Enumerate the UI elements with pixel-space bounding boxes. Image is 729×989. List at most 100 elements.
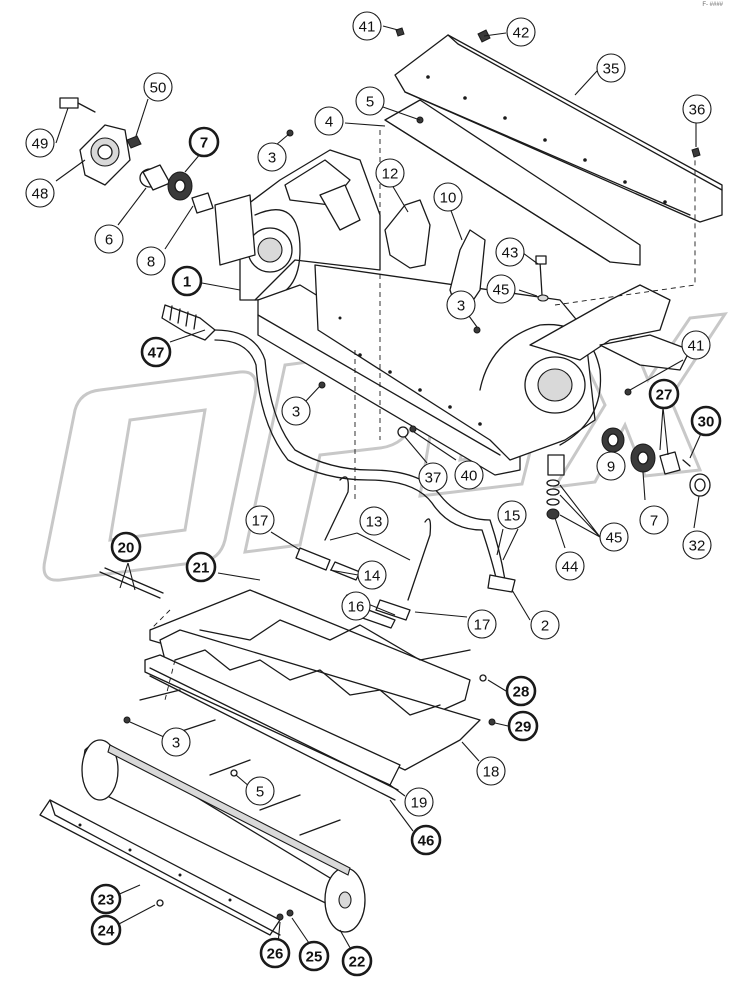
callout-circle [161,727,191,757]
callout-circle [599,522,629,552]
callout-17: 17 [245,505,275,535]
callout-label: 46 [418,833,435,850]
callout-19: 19 [404,787,434,817]
callout-label: 7 [200,135,208,152]
callout-circle [245,505,275,535]
bearing-parts [59,97,214,214]
callout-label: 36 [689,102,706,119]
callout-circle [341,945,373,977]
callout-label: 41 [688,338,705,355]
callout-circle [433,182,463,212]
callout-label: 35 [603,61,620,78]
callout-circle [690,405,722,437]
callout-5: 5 [245,776,275,806]
callout-label: 30 [698,414,715,431]
callout-18: 18 [476,756,506,786]
callout-label: 28 [513,684,530,701]
callout-circle [357,560,387,590]
callout-label: 15 [504,508,521,525]
callout-label: 6 [105,232,113,249]
callout-label: 49 [32,136,49,153]
callout-27: 27 [648,378,680,410]
callout-label: 44 [562,559,579,576]
callout-12: 12 [375,158,405,188]
callout-circle [375,158,405,188]
callout-circle [467,609,497,639]
main-housing [214,149,691,476]
callout-14: 14 [357,560,387,590]
callout-label: 37 [425,470,442,487]
callout-label: 3 [292,404,300,421]
callout-label: 27 [656,387,673,404]
callout-label: 50 [150,80,167,97]
callout-label: 9 [607,459,615,476]
callout-circle [418,462,448,492]
callout-circle [90,883,122,915]
callout-label: 22 [349,954,366,971]
callout-3: 3 [446,290,476,320]
callout-35: 35 [596,53,626,83]
callout-label: 26 [267,946,284,963]
callout-label: 20 [118,540,135,557]
callout-circle [185,551,217,583]
callout-circle [682,530,712,560]
callout-circle [530,610,560,640]
callout-label: 48 [32,186,49,203]
callout-6: 6 [94,224,124,254]
callout-circle [682,94,712,124]
callout-3: 3 [257,142,287,172]
callout-circle [476,756,506,786]
callout-circle [486,274,516,304]
corner-code: F- #### [702,2,723,8]
callout-label: 23 [98,892,115,909]
callout-42: 42 [506,17,536,47]
callout-label: 24 [98,923,115,940]
callout-circle [505,675,537,707]
callout-7: 7 [188,126,220,158]
callout-label: 10 [440,190,457,207]
callout-30: 30 [690,405,722,437]
right-bearing-parts [601,427,711,497]
callout-circle [259,937,291,969]
callout-40: 40 [454,460,484,490]
callout-circle [257,142,287,172]
callout-circle [94,224,124,254]
callout-46: 46 [410,824,442,856]
callout-28: 28 [505,675,537,707]
callout-label: 45 [493,282,510,299]
callout-8: 8 [136,246,166,276]
callout-37: 37 [418,462,448,492]
top-rail [384,34,723,266]
callout-label: 14 [364,568,381,585]
callout-48: 48 [25,178,55,208]
callout-circle [446,290,476,320]
callout-15: 15 [497,500,527,530]
callout-circle [90,914,122,946]
callout-circle [281,396,311,426]
small-rod [99,567,164,599]
callout-label: 19 [411,795,428,812]
callout-label: 4 [325,114,333,131]
callout-circle [497,500,527,530]
callout-29: 29 [507,710,539,742]
callout-23: 23 [90,883,122,915]
callout-4: 4 [314,106,344,136]
callout-label: 12 [382,166,399,183]
callout-circle [298,940,330,972]
leader-lines [55,25,704,954]
callout-circle [245,776,275,806]
callout-3: 3 [161,727,191,757]
callout-9: 9 [596,451,626,481]
callout-2: 2 [530,610,560,640]
callout-label: 16 [348,599,365,616]
callout-circle [507,710,539,742]
callout-label: 5 [256,784,264,801]
callout-label: 41 [359,19,376,36]
callout-circle [495,237,525,267]
callout-17: 17 [467,609,497,639]
callout-7: 7 [639,505,669,535]
callout-24: 24 [90,914,122,946]
callout-circle [410,824,442,856]
roller-assembly [39,674,496,936]
